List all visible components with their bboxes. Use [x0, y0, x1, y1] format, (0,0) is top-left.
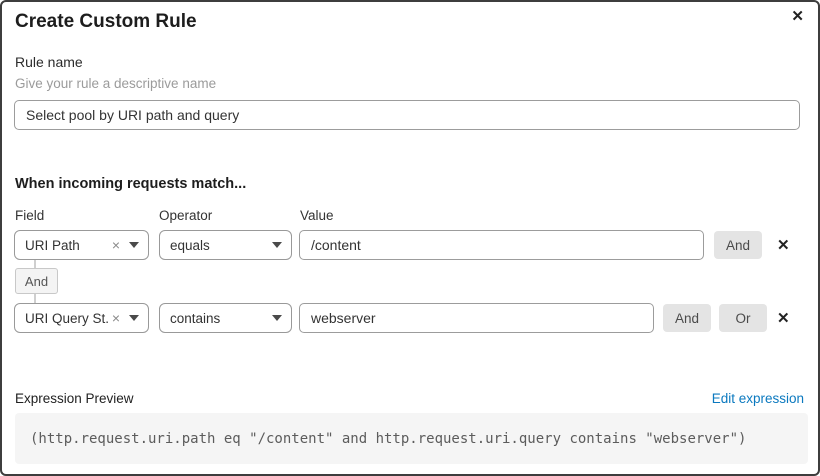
- field-select-value: URI Query St...: [25, 310, 108, 326]
- value-input[interactable]: [299, 303, 654, 333]
- field-select-value: URI Path: [25, 237, 80, 253]
- operator-select-value: contains: [170, 310, 221, 326]
- rule-name-input[interactable]: [14, 100, 800, 130]
- operator-select[interactable]: equals: [159, 230, 292, 260]
- rule-name-helper: Give your rule a descriptive name: [15, 76, 217, 91]
- operator-select-value: equals: [170, 237, 210, 253]
- field-column-label: Field: [15, 208, 45, 223]
- chevron-down-icon: [272, 242, 282, 248]
- expression-preview-code: (http.request.uri.path eq "/content" and…: [15, 413, 808, 464]
- add-and-condition-button[interactable]: And: [714, 231, 762, 259]
- chevron-down-icon: [272, 315, 282, 321]
- operator-column-label: Operator: [159, 208, 213, 223]
- field-select[interactable]: URI Path ×: [14, 230, 149, 260]
- value-column-label: Value: [300, 208, 334, 223]
- delete-condition-icon[interactable]: ✕: [777, 310, 790, 327]
- expression-preview-label: Expression Preview: [15, 391, 134, 406]
- match-section-heading: When incoming requests match...: [15, 176, 247, 192]
- and-connector-badge: And: [15, 268, 58, 294]
- add-and-condition-button[interactable]: And: [663, 304, 711, 332]
- clear-selection-icon[interactable]: ×: [111, 237, 120, 253]
- field-select[interactable]: URI Query St... ×: [14, 303, 149, 333]
- delete-condition-icon[interactable]: ✕: [777, 237, 790, 254]
- chevron-down-icon: [129, 242, 139, 248]
- value-input[interactable]: [299, 230, 704, 260]
- clear-selection-icon[interactable]: ×: [111, 310, 120, 326]
- connector-line: [34, 260, 36, 269]
- operator-select[interactable]: contains: [159, 303, 292, 333]
- page-title: Create Custom Rule: [15, 11, 197, 32]
- chevron-down-icon: [129, 315, 139, 321]
- add-or-condition-button[interactable]: Or: [719, 304, 767, 332]
- close-icon[interactable]: ✕: [791, 8, 804, 25]
- connector-line: [34, 294, 36, 303]
- rule-name-label: Rule name: [15, 54, 83, 70]
- edit-expression-link[interactable]: Edit expression: [711, 391, 804, 406]
